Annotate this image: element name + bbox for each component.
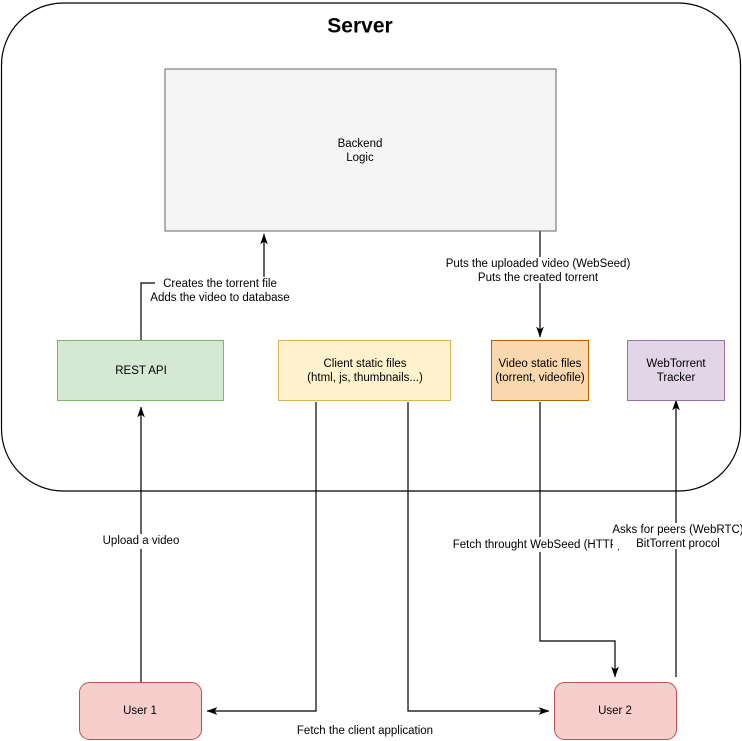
node-rest-api[interactable]: REST API [57,340,224,401]
edge-label-backend-to-video-line1: Puts the uploaded video (WebSeed) [446,258,631,270]
node-user-2[interactable]: User 2 [554,682,677,740]
webtorrent-tracker-box[interactable] [627,340,725,401]
edge-label-fetch-webseed: Fetch throught WebSeed (HTTP) [453,539,622,551]
edge-label-backdrop-rest-to-backend [155,277,287,303]
edge-label-upload-a-video: Upload a video [103,535,180,547]
user-2-label: User 2 [598,705,632,717]
node-webtorrent-tracker[interactable]: WebTorrent Tracker [627,340,725,401]
node-user-1[interactable]: User 1 [79,682,202,740]
edge-video-static-to-user2 [539,402,619,678]
webtorrent-tracker-label-line2: Tracker [657,372,696,384]
client-static-files-label-line1: Client static files [323,358,406,370]
edge-client-static-to-user2 [407,402,550,715]
edge-client-static-to-user1 [206,402,317,715]
user-1-box[interactable] [79,682,202,740]
edge-label-backdrop-backend-to-video [446,257,630,283]
backend-logic-label-line1: Backend [338,138,383,150]
edge-label-backdrop-webseed [454,537,621,552]
client-static-files-box[interactable] [278,340,451,401]
edge-label-backdrop-asks-for-peers [613,523,742,549]
edge-label-backend-to-video-line2: Puts the created torrent [478,272,599,284]
video-static-files-label-line1: Video static files [499,358,582,370]
server-title: Server [327,15,392,38]
edge-label-fetch-client-application: Fetch the client application [297,725,433,737]
edge-label-asks-for-peers-line1: Asks for peers (WebRTC) [612,524,742,536]
edge-label-backdrop-fetch-client-app [298,723,433,738]
node-client-static-files[interactable]: Client static files (html, js, thumbnail… [278,340,451,401]
webtorrent-tracker-label-line1: WebTorrent [646,358,706,370]
edge-label-rest-to-backend-line2: Adds the video to database [150,292,289,304]
user-2-box[interactable] [554,682,677,740]
rest-api-box[interactable] [57,340,224,401]
edge-label-rest-to-backend-line1: Creates the torrent file [163,278,277,290]
rest-api-label: REST API [115,365,167,377]
edge-rest-api-to-backend [140,282,157,340]
node-backend-logic[interactable]: Backend Logic [164,68,557,232]
video-static-files-label-line2: (torrent, videofile) [495,372,585,384]
node-video-static-files[interactable]: Video static files (torrent, videofile) [491,340,589,401]
edge-label-bittorrent-protocol: BitTorrent procol [636,538,720,550]
backend-logic-box[interactable] [164,68,557,232]
video-static-files-box[interactable] [491,340,589,401]
edge-label-backdrop-upload-a-video [98,534,184,549]
user-1-label: User 1 [123,705,157,717]
client-static-files-label-line2: (html, js, thumbnails...) [307,372,423,384]
backend-logic-label-line2: Logic [346,152,374,164]
server-container [0,2,742,492]
